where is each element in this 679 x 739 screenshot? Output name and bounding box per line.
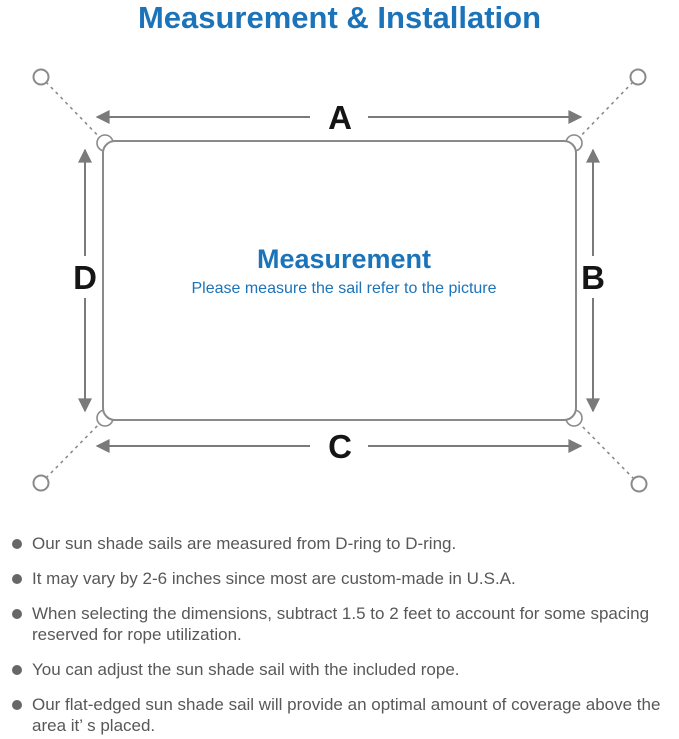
- bullet-dot-icon: [12, 700, 22, 710]
- guy-line-bottom-right: [572, 416, 635, 480]
- anchor-ring-bottom-left-icon: [32, 474, 50, 492]
- note-item: It may vary by 2-6 inches since most are…: [10, 568, 676, 589]
- measurement-diagram: A B C D Measurement Please measure the s…: [32, 68, 648, 493]
- bullet-dot-icon: [12, 539, 22, 549]
- bullet-dot-icon: [12, 609, 22, 619]
- note-item: You can adjust the sun shade sail with t…: [10, 659, 676, 680]
- note-item: Our sun shade sails are measured from D-…: [10, 533, 676, 554]
- note-text: Our flat-edged sun shade sail will provi…: [32, 695, 661, 735]
- page-title: Measurement & Installation: [137, 0, 542, 35]
- dimension-label-c: C: [328, 428, 352, 465]
- dimension-label-d: D: [73, 259, 97, 296]
- bullet-dot-icon: [12, 665, 22, 675]
- anchor-ring-top-right-icon: [629, 68, 647, 86]
- guy-line-bottom-left: [45, 416, 107, 479]
- dimension-label-b: B: [581, 259, 605, 296]
- guy-line-top-left: [45, 81, 107, 145]
- anchor-ring-top-left-icon: [32, 68, 50, 86]
- diagram-center-title: Measurement: [257, 244, 431, 274]
- bullet-dot-icon: [12, 574, 22, 584]
- note-item: Our flat-edged sun shade sail will provi…: [10, 694, 676, 736]
- note-text: When selecting the dimensions, subtract …: [32, 604, 650, 644]
- anchor-ring-bottom-right-icon: [630, 475, 648, 493]
- sail-rectangle: [102, 140, 577, 421]
- note-item: When selecting the dimensions, subtract …: [10, 603, 676, 645]
- note-text: It may vary by 2-6 inches since most are…: [32, 569, 516, 588]
- notes-list: Our sun shade sails are measured from D-…: [10, 533, 676, 739]
- diagram-center-subtitle: Please measure the sail refer to the pic…: [191, 280, 496, 297]
- note-text: You can adjust the sun shade sail with t…: [32, 660, 460, 679]
- guy-line-top-right: [572, 81, 634, 145]
- dimension-label-a: A: [328, 99, 352, 136]
- note-text: Our sun shade sails are measured from D-…: [32, 534, 457, 553]
